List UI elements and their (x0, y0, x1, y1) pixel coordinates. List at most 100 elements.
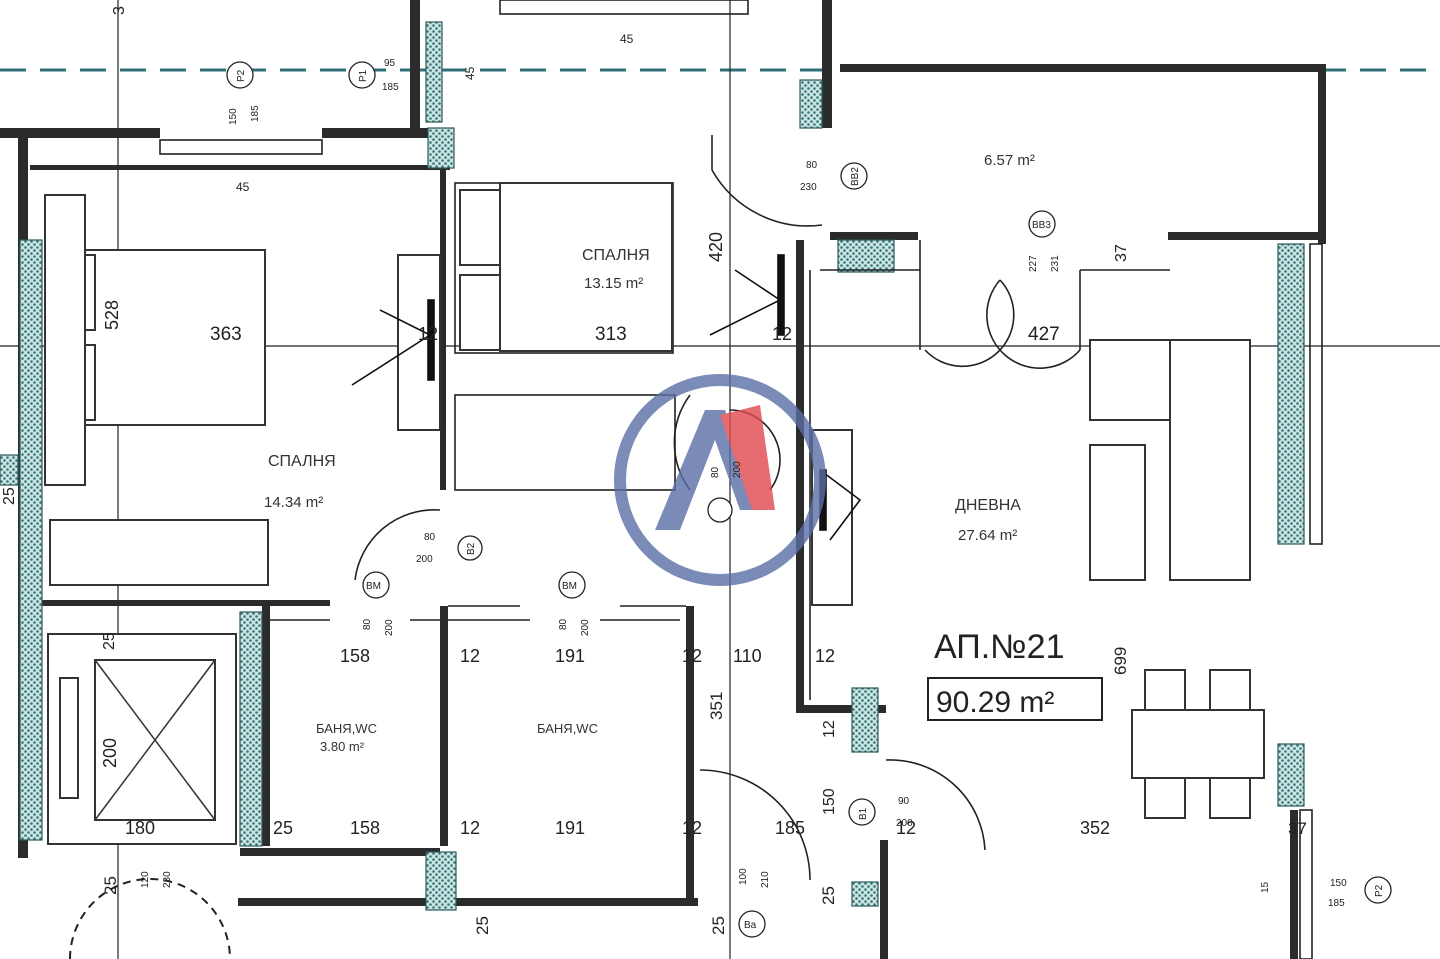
tag-ba: Ba (744, 920, 757, 931)
tag-b1-h: 200 (896, 818, 913, 829)
sofa (1089, 339, 1251, 581)
room-area-living: 27.64 m² (958, 527, 1017, 544)
tag-p2-br: P2 (1374, 884, 1385, 897)
dim-699: 699 (1111, 647, 1130, 675)
dim-313: 313 (595, 324, 627, 345)
bed-top (459, 182, 673, 352)
room-name-bedroom-left: СПАЛНЯ (268, 453, 336, 470)
tag-bm1: BM (366, 581, 381, 592)
tag-circle-p2-br (1364, 876, 1392, 904)
tag-b2-w: 80 (424, 532, 436, 543)
dim-158a: 158 (340, 646, 370, 666)
dim-12e: 12 (815, 646, 835, 666)
dim-351: 351 (707, 692, 726, 720)
tag-lift-h: 230 (162, 871, 173, 888)
dim-12d: 12 (682, 646, 702, 666)
tag-p1-w: 95 (384, 58, 396, 69)
tag-vb2: BB2 (850, 167, 861, 186)
tag-circle-vb3 (1028, 210, 1056, 238)
dim-25f: 25 (819, 886, 838, 905)
dim-427: 427 (1028, 324, 1060, 345)
tag-vb2-h: 230 (800, 182, 817, 193)
dim-3: 3 (111, 6, 128, 15)
dim-12b: 12 (772, 324, 792, 344)
room-area-balcony: 6.57 m² (984, 152, 1035, 169)
dim-363: 363 (210, 324, 242, 345)
dim-12f: 12 (460, 818, 480, 838)
dim-25g: 25 (1, 487, 18, 505)
room-name-bath-left: БАНЯ,WC (316, 721, 377, 736)
tag-circle-p1 (348, 61, 376, 89)
tag-circle-b2 (457, 535, 483, 561)
tag-vb3-w: 227 (1028, 255, 1039, 272)
dim-37b: 37 (1288, 819, 1307, 838)
tag-p2-br-w: 150 (1330, 878, 1347, 889)
dim-12i: 12 (821, 720, 838, 738)
tag-p2-top-h: 185 (250, 105, 261, 122)
tag-lift-w: 120 (140, 871, 151, 888)
dim-25d: 25 (473, 916, 492, 935)
windows (159, 0, 1323, 959)
tag-circle-p2-top (226, 61, 254, 89)
tag-p1-h: 185 (382, 82, 399, 93)
dim-12c: 12 (460, 646, 480, 666)
dim-12g: 12 (682, 818, 702, 838)
tag-bm1-w: 80 (362, 618, 373, 630)
tag-b2: B2 (466, 542, 477, 555)
apartment-label: АП.№21 (934, 628, 1064, 666)
tag-circle-ba (738, 910, 766, 938)
dim-158b: 158 (350, 818, 380, 838)
dim-25b: 25 (273, 818, 293, 838)
room-name-bath-right: БАНЯ,WC (537, 721, 598, 736)
dim-12a: 12 (418, 324, 438, 344)
tag-bm2-w: 80 (558, 618, 569, 630)
tag-p2-br-h: 185 (1328, 898, 1345, 909)
apartment-area-box (927, 677, 1103, 721)
room-name-living: ДНЕВНА (955, 497, 1021, 514)
tag-p2-top-w: 150 (228, 108, 239, 125)
tag-p1: P1 (358, 69, 369, 82)
watermark-logo (614, 374, 826, 586)
tag-circle-b1 (848, 798, 876, 826)
tag-p2-br-s: 15 (1260, 881, 1271, 893)
tag-bm2: BM (562, 581, 577, 592)
tag-b1-w: 90 (898, 796, 910, 807)
dim-200: 200 (100, 738, 120, 768)
tag-ba-h: 210 (760, 871, 771, 888)
dim-25c: 25 (101, 876, 120, 895)
dim-45b: 45 (620, 32, 634, 46)
room-name-bedroom-top: СПАЛНЯ (582, 247, 650, 264)
dim-420: 420 (706, 232, 726, 262)
dim-180: 180 (125, 818, 155, 838)
dim-25a: 25 (101, 632, 118, 650)
tag-bm1-h: 200 (384, 619, 395, 636)
dim-110: 110 (733, 646, 762, 666)
tag-circle-bm1 (362, 571, 390, 599)
dim-185: 185 (775, 818, 805, 838)
tag-bm2-h: 200 (580, 619, 591, 636)
tag-vb2-w: 80 (806, 160, 818, 171)
tag-b2-h: 200 (416, 554, 433, 565)
tag-center-w: 80 (710, 466, 721, 478)
dim-528: 528 (102, 300, 122, 330)
tag-circle-bm2 (558, 571, 586, 599)
stair-arc (69, 878, 231, 959)
room-area-bedroom-left: 14.34 m² (264, 494, 323, 511)
tag-b1: B1 (858, 807, 869, 820)
tag-p2-top: P2 (236, 69, 247, 82)
dim-191b: 191 (555, 818, 585, 838)
tag-circle-vb2 (840, 162, 868, 190)
dim-45c: 45 (463, 66, 477, 80)
bed-left (44, 194, 441, 586)
door-tags: P2 150 185 P1 95 185 BB2 80 230 BB3 227 … (140, 58, 1392, 938)
room-area-bedroom-top: 13.15 m² (584, 275, 643, 292)
tag-ba-w: 100 (738, 868, 749, 885)
room-area-bath-left: 3.80 m² (320, 739, 365, 754)
tag-circle-center (707, 497, 733, 523)
dim-45a: 45 (236, 180, 250, 194)
tag-vb3: BB3 (1032, 220, 1051, 231)
dim-150: 150 (821, 788, 838, 815)
elevator (47, 633, 237, 845)
dim-25e: 25 (709, 916, 728, 935)
